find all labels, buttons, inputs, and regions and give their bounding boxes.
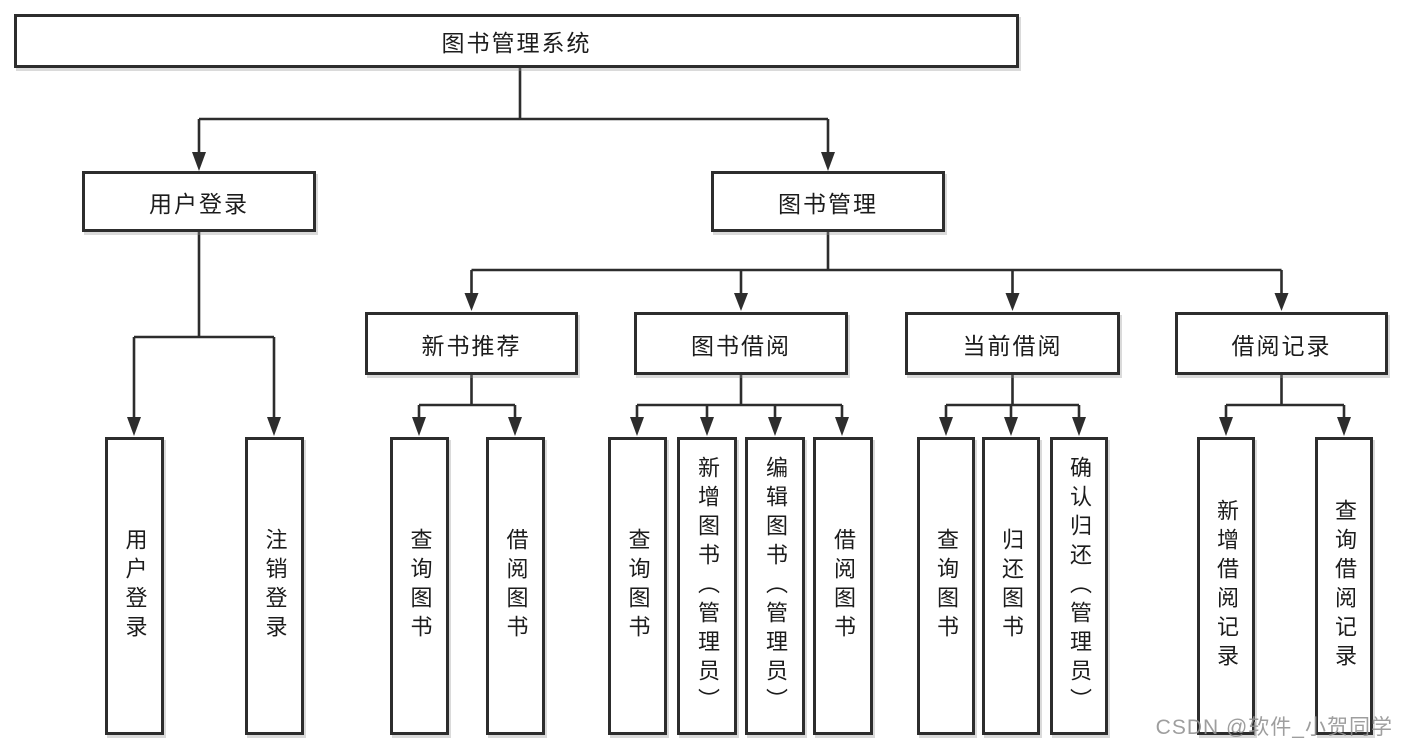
node-user-login: 用户登录	[82, 171, 316, 232]
node-borrow-record: 借阅记录	[1175, 312, 1388, 375]
leaf-borrow-book-label: 借阅图书	[831, 528, 856, 644]
connector-root-to-level2	[192, 67, 835, 171]
leaf-new-book-borrow-label: 借阅图书	[503, 528, 529, 644]
leaf-record-query-label: 查询借阅记录	[1332, 499, 1357, 673]
connector-borrow-record-branch	[1219, 374, 1351, 436]
node-current-borrow: 当前借阅	[905, 312, 1120, 375]
node-root: 图书管理系统	[14, 14, 1019, 68]
node-new-book: 新书推荐	[365, 312, 578, 375]
leaf-new-book-query-label: 查询图书	[407, 528, 433, 644]
node-book-borrow: 图书借阅	[634, 312, 848, 375]
leaf-current-query: 查询图书	[917, 437, 975, 735]
leaf-user-login: 用户登录	[105, 437, 164, 735]
node-new-book-label: 新书推荐	[421, 332, 522, 359]
connector-book-borrow-branch	[630, 374, 849, 436]
leaf-current-return-label: 归还图书	[999, 528, 1024, 644]
leaf-record-add: 新增借阅记录	[1197, 437, 1255, 735]
leaf-logout-label: 注销登录	[262, 528, 288, 644]
leaf-new-book-query: 查询图书	[390, 437, 449, 735]
leaf-current-confirm: 确认归还（管理员）	[1050, 437, 1108, 735]
watermark: CSDN @软件_小贺同学	[1155, 716, 1393, 739]
node-current-borrow-label: 当前借阅	[962, 332, 1063, 359]
leaf-record-query: 查询借阅记录	[1315, 437, 1373, 735]
node-book-mgmt: 图书管理	[711, 171, 945, 232]
leaf-new-book-borrow: 借阅图书	[486, 437, 545, 735]
leaf-current-return: 归还图书	[982, 437, 1040, 735]
connector-user-login-branch	[127, 231, 281, 436]
connector-current-borrow-branch	[939, 374, 1086, 436]
leaf-borrow-query-label: 查询图书	[625, 528, 651, 644]
leaf-record-add-label: 新增借阅记录	[1214, 499, 1239, 673]
node-borrow-record-label: 借阅记录	[1231, 332, 1332, 359]
leaf-borrow-query: 查询图书	[608, 437, 667, 735]
leaf-logout: 注销登录	[245, 437, 304, 735]
leaf-borrow-add: 新增图书（管理员）	[677, 437, 737, 735]
leaf-user-login-label: 用户登录	[122, 528, 148, 644]
leaf-borrow-edit-label: 编辑图书（管理员）	[763, 455, 788, 717]
leaf-current-confirm-label: 确认归还（管理员）	[1067, 455, 1092, 717]
leaf-borrow-book: 借阅图书	[813, 437, 873, 735]
node-root-label: 图书管理系统	[441, 30, 592, 56]
leaf-current-query-label: 查询图书	[934, 528, 959, 644]
node-user-login-label: 用户登录	[149, 190, 249, 217]
leaf-borrow-edit: 编辑图书（管理员）	[745, 437, 805, 735]
node-book-borrow-label: 图书借阅	[691, 332, 791, 359]
node-book-mgmt-label: 图书管理	[778, 190, 878, 217]
connector-new-book-branch	[412, 374, 522, 436]
connector-book-mgmt-to-level3	[464, 231, 1289, 311]
leaf-borrow-add-label: 新增图书（管理员）	[695, 455, 720, 717]
